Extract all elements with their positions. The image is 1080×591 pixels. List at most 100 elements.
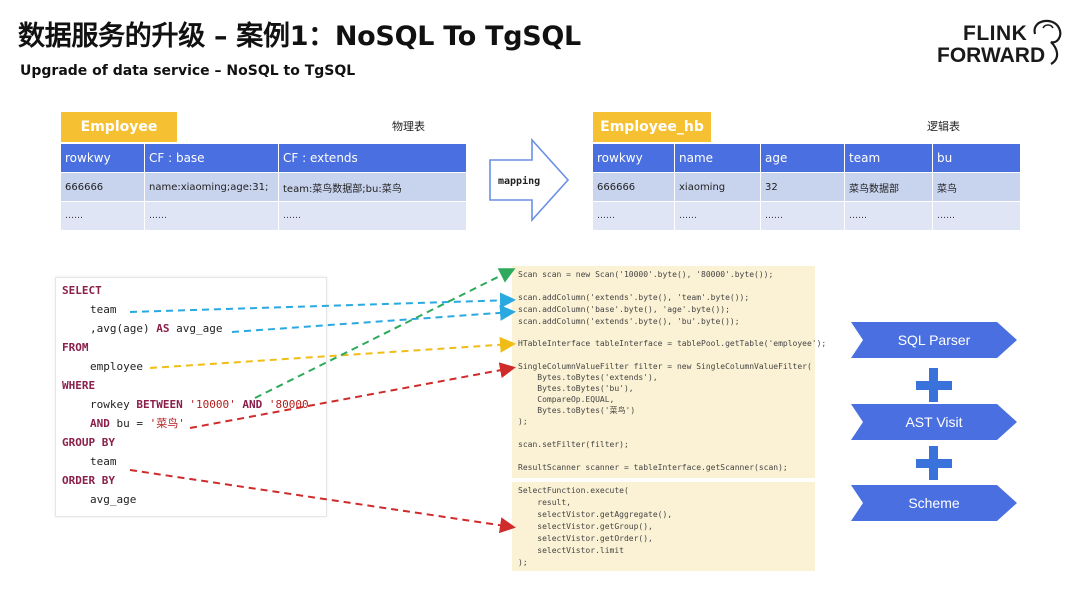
code-line: CompareOp.EQUAL, xyxy=(518,395,615,404)
sql-line-where: WHERE xyxy=(62,379,95,393)
sql-query-box: SELECT team ,avg(age) AS avg_age FROM em… xyxy=(55,277,327,517)
logical-table: rowkwy name age team bu 666666 xiaoming … xyxy=(592,143,1021,231)
code-line: selectVistor.limit xyxy=(518,546,624,555)
sql-keyword: BETWEEN xyxy=(136,398,183,411)
sql-line-avg: ,avg(age) AS avg_age xyxy=(90,322,222,336)
logical-table-name: Employee_hb xyxy=(593,112,711,142)
sql-line-select: SELECT xyxy=(62,284,102,298)
flow-step-label: AST Visit xyxy=(905,414,963,430)
code-line: Bytes.toBytes('bu'), xyxy=(518,384,634,393)
table-cell: …… xyxy=(844,201,933,231)
sql-keyword: WHERE xyxy=(62,379,96,392)
code-line: Bytes.toBytes('extends'), xyxy=(518,373,658,382)
table-row: …… …… …… xyxy=(60,201,467,231)
sql-string: '10000' xyxy=(189,398,236,411)
table-row: 666666 name:xiaoming;age:31; team:菜鸟数据部;… xyxy=(60,172,467,202)
table-header-cell: CF : base xyxy=(144,143,279,173)
flow-step-sql-parser xyxy=(851,322,1017,358)
table-header-cell: CF : extends xyxy=(278,143,467,173)
connector-employee xyxy=(149,336,516,369)
squirrel-icon xyxy=(1033,19,1062,65)
sql-line-bu: AND bu = '菜鸟' xyxy=(90,417,185,431)
table-cell: 32 xyxy=(760,172,845,202)
code-line: scan.addColumn('extends'.byte(), 'bu'.by… xyxy=(518,317,740,326)
mapping-label: mapping xyxy=(498,176,541,187)
sql-alias: avg_age xyxy=(176,322,223,335)
sql-line-employee: employee xyxy=(90,360,143,374)
sql-condition: bu = xyxy=(116,417,144,430)
table-header-cell: age xyxy=(760,143,845,173)
code-line: selectVistor.getOrder(), xyxy=(518,534,653,543)
connector-bu xyxy=(189,362,516,429)
sql-line-avg-age: avg_age xyxy=(90,493,136,507)
sql-column: rowkey xyxy=(90,398,130,411)
table-cell: 666666 xyxy=(592,172,675,202)
flink-forward-logo: FLINK FORWARD xyxy=(935,14,1065,70)
code-line: scan.setFilter(filter); xyxy=(518,440,629,449)
code-line: ResultScanner scanner = tableInterface.g… xyxy=(518,463,788,472)
flow-step-label: SQL Parser xyxy=(897,332,971,348)
sql-line-team: team xyxy=(90,303,117,317)
flow-step-ast-visit xyxy=(851,404,1017,440)
physical-table-label: 物理表 xyxy=(392,120,425,133)
code-line: ); xyxy=(518,558,528,567)
code-line: SingleColumnValueFilter filter = new Sin… xyxy=(518,362,812,371)
sql-keyword: ORDER BY xyxy=(62,474,115,487)
connector-group-by xyxy=(129,469,516,534)
sql-line-groupby: GROUP BY xyxy=(62,436,115,450)
code-line: scan.addColumn('extends'.byte(), 'team'.… xyxy=(518,293,750,302)
physical-table-name: Employee xyxy=(61,112,177,142)
page-subtitle: Upgrade of data service – NoSQL to TgSQL xyxy=(20,63,356,79)
table-header-cell: team xyxy=(844,143,933,173)
code-line: SelectFunction.execute( xyxy=(518,486,629,495)
flow-step-scheme xyxy=(851,485,1017,521)
table-cell: xiaoming xyxy=(674,172,761,202)
sql-column: team xyxy=(90,455,117,468)
table-cell: …… xyxy=(674,201,761,231)
sql-line-from: FROM xyxy=(62,341,89,355)
table-row: …… …… …… …… …… xyxy=(592,201,1021,231)
flow-step-label: Scheme xyxy=(908,495,960,511)
code-line: selectVistor.getGroup(), xyxy=(518,522,653,531)
table-header-row: rowkwy CF : base CF : extends xyxy=(60,143,467,173)
table-header-cell: name xyxy=(674,143,761,173)
table-cell: …… xyxy=(60,201,145,231)
sql-comma: , xyxy=(90,322,97,335)
hbase-code-box: Scan scan = new Scan('10000'.byte(), '80… xyxy=(512,266,826,478)
connector-team xyxy=(129,292,516,313)
plus-icon xyxy=(929,368,938,402)
code-line: HTableInterface tableInterface = tablePo… xyxy=(518,339,827,348)
mapping-arrow-icon xyxy=(489,138,570,222)
sql-line-rowkey: rowkey BETWEEN '10000' AND '80000 xyxy=(90,398,309,412)
logo-line1: FLINK xyxy=(963,22,1028,45)
connector-rowkey xyxy=(254,268,516,399)
page-title: 数据服务的升级 – 案例1：NoSQL To TgSQL xyxy=(18,21,581,52)
table-cell: name:xiaoming;age:31; xyxy=(144,172,279,202)
table-cell: …… xyxy=(278,201,467,231)
table-cell: 菜鸟 xyxy=(932,172,1021,202)
sql-string: '菜鸟' xyxy=(149,417,185,430)
sql-keyword: SELECT xyxy=(62,284,102,297)
sql-line-orderby: ORDER BY xyxy=(62,474,115,488)
code-line: ); xyxy=(518,417,528,426)
select-function-code-box: SelectFunction.execute( result, selectVi… xyxy=(512,482,815,571)
sql-table: employee xyxy=(90,360,143,373)
table-header-row: rowkwy name age team bu xyxy=(592,143,1021,173)
code-line: result, xyxy=(518,498,571,507)
code-line: selectVistor.getAggregate(), xyxy=(518,510,673,519)
sql-column: avg_age xyxy=(90,493,137,506)
sql-keyword: AND xyxy=(90,417,110,430)
logo-line2: FORWARD xyxy=(937,44,1046,67)
code-line: Bytes.toBytes('菜鸟') xyxy=(518,406,636,415)
table-cell: 菜鸟数据部 xyxy=(844,172,933,202)
table-cell: team:菜鸟数据部;bu:菜鸟 xyxy=(278,172,467,202)
connector-avg-age xyxy=(231,304,516,333)
table-cell: …… xyxy=(760,201,845,231)
code-line: Scan scan = new Scan('10000'.byte(), '80… xyxy=(518,270,774,279)
sql-keyword: GROUP BY xyxy=(62,436,115,449)
table-cell: …… xyxy=(144,201,279,231)
sql-keyword: AS xyxy=(156,322,170,335)
sql-line-team2: team xyxy=(90,455,117,469)
sql-keyword: FROM xyxy=(62,341,89,354)
